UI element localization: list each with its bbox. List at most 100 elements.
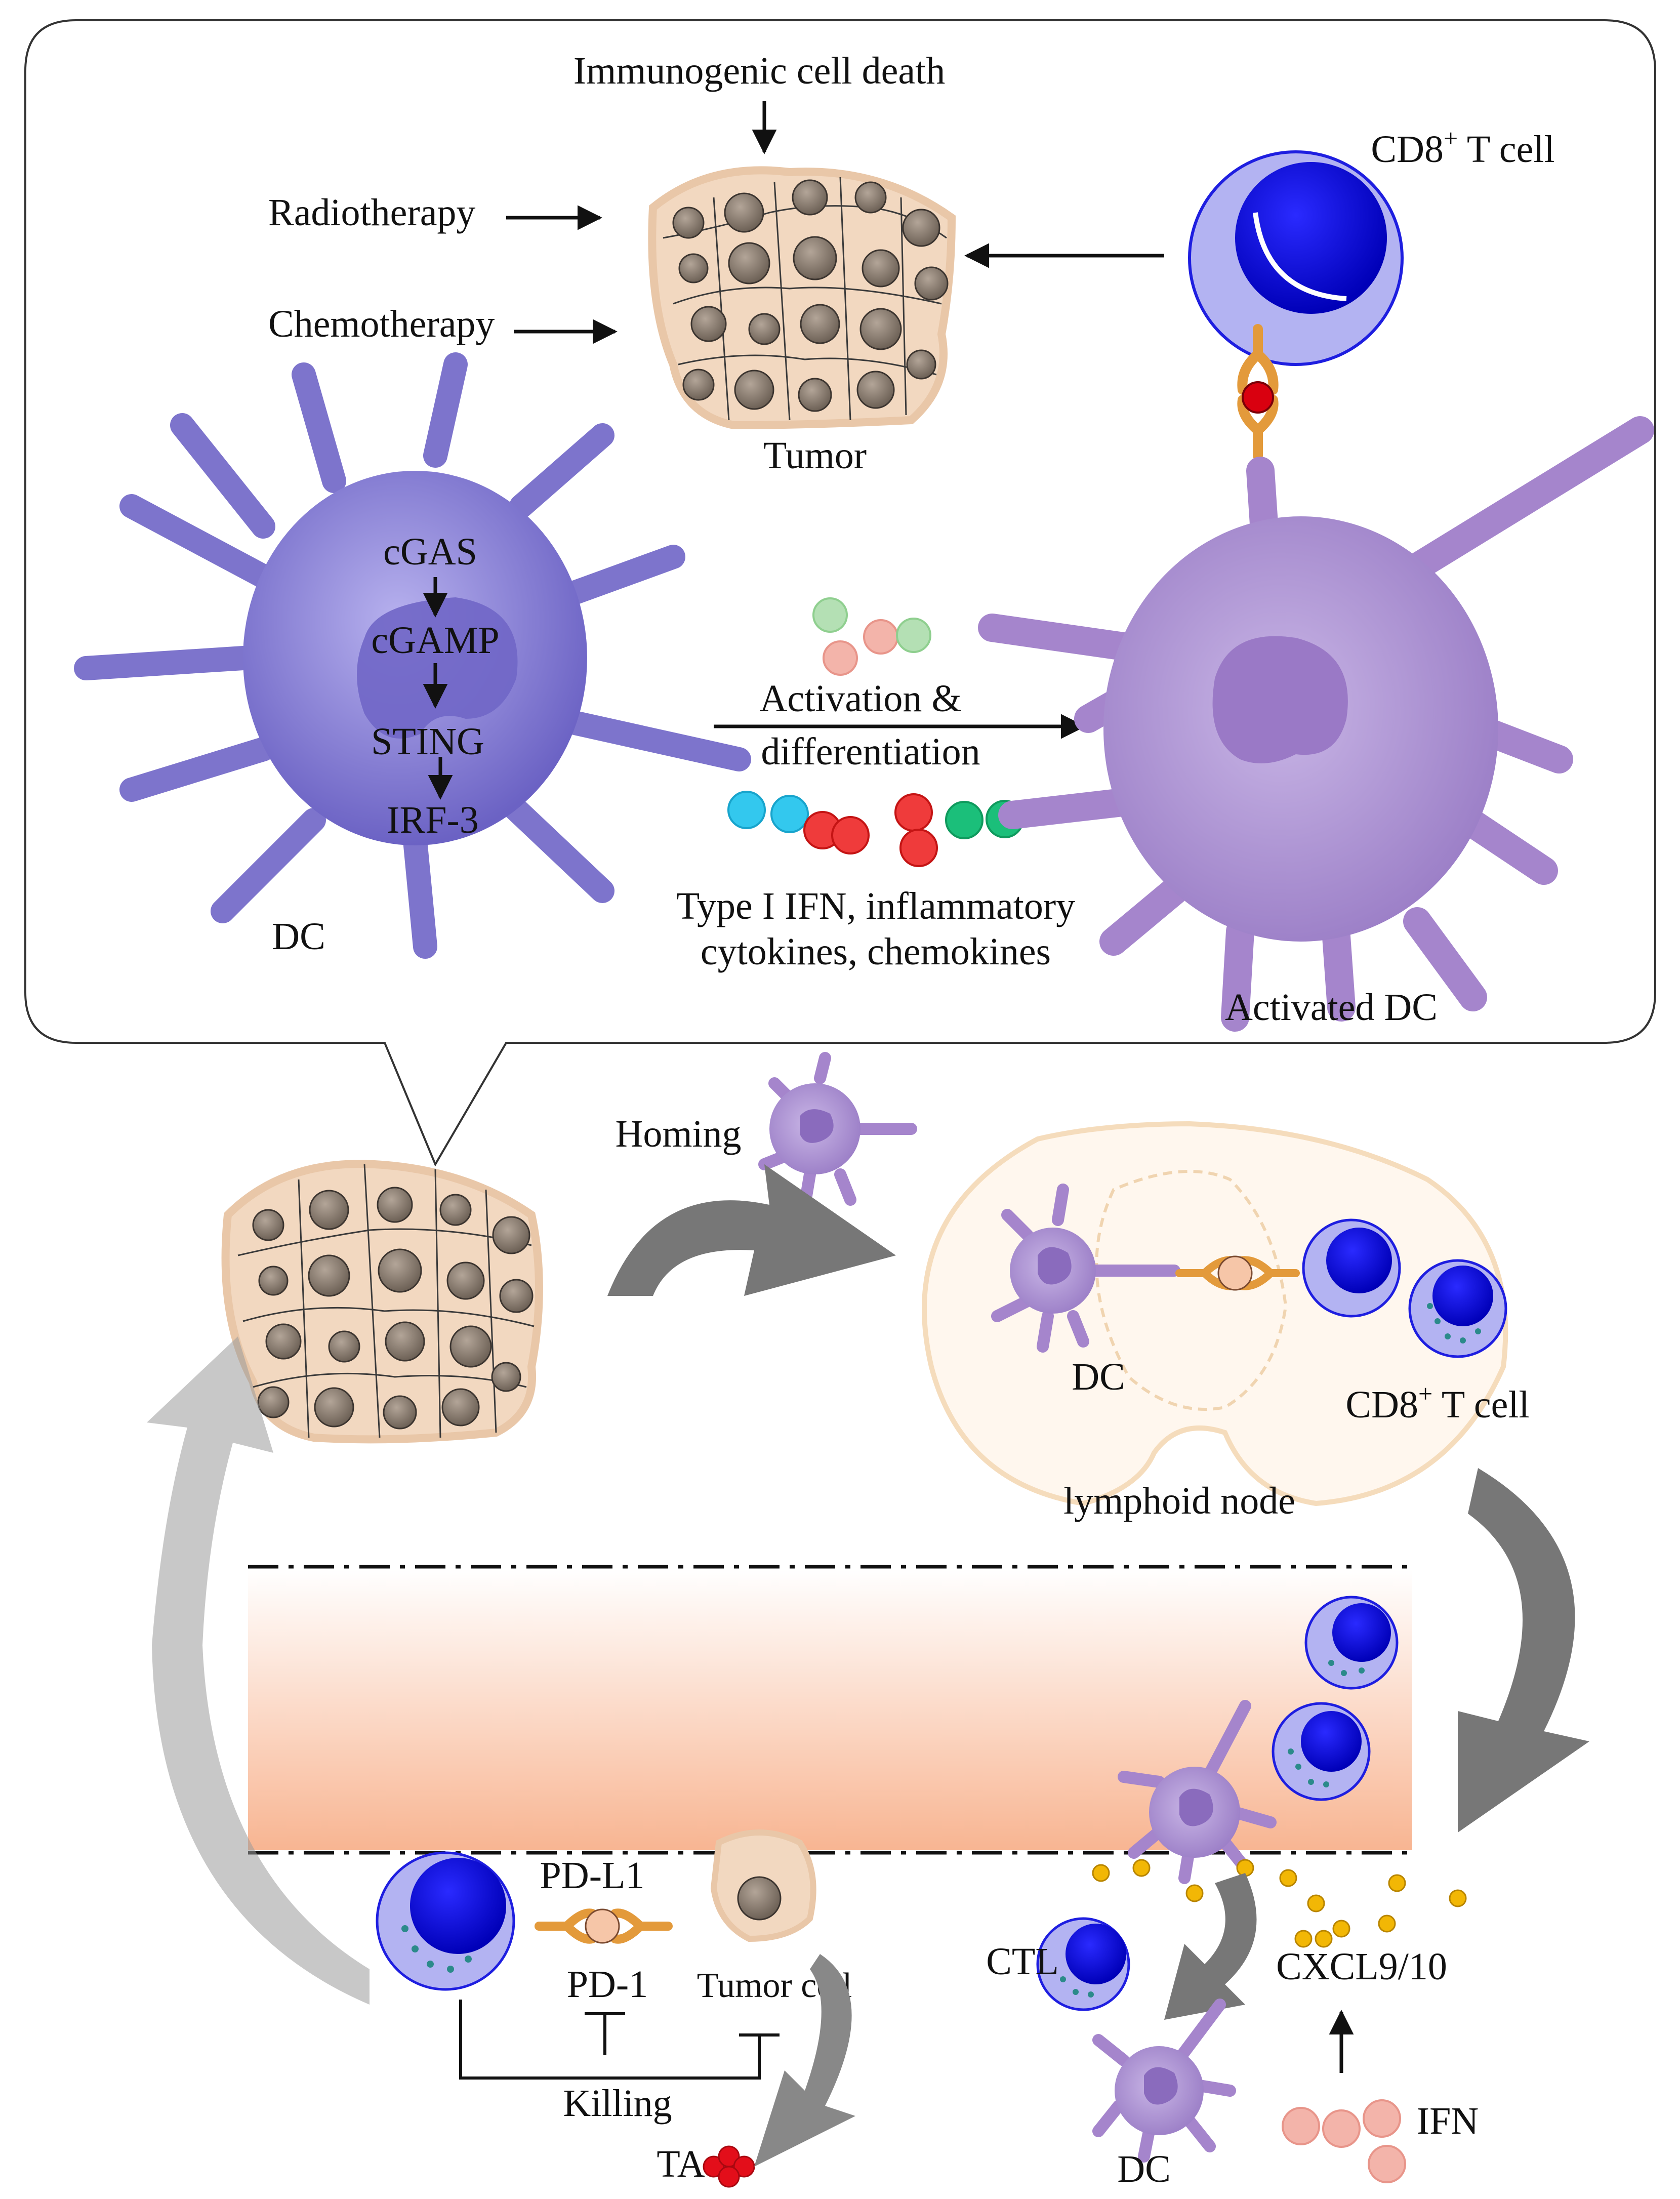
tumor-nucleus <box>308 1254 350 1297</box>
tumor-nucleus <box>724 192 764 233</box>
dendritic-cell-top <box>74 352 751 959</box>
lymphoid-node-shape <box>922 1121 1508 1506</box>
cytokines-lower <box>727 791 1024 867</box>
tumor-nucleus <box>793 236 837 280</box>
label-lymphoid-node: lymphoid node <box>1063 1480 1295 1522</box>
tumor-nucleus <box>441 1388 480 1427</box>
label-sting: STING <box>371 720 484 763</box>
tumor-nucleus <box>748 313 781 345</box>
tumor-nucleus <box>309 1190 349 1230</box>
tumor-nucleus <box>314 1387 354 1428</box>
chemokine-dot <box>1092 1864 1110 1882</box>
tumor-nucleus <box>257 1386 290 1418</box>
label-dc-bottom: DC <box>1117 2148 1171 2190</box>
label-chemotherapy: Chemotherapy <box>268 303 495 345</box>
tumor-nucleus <box>449 1325 492 1368</box>
homing-dc-icon <box>758 1052 917 1211</box>
vessel-dc <box>1118 1700 1277 1884</box>
grey-arrow-to-ta <box>754 1954 855 2167</box>
grey-arrow-node-to-vessel <box>1458 1468 1589 1832</box>
node-synapse <box>1175 1255 1300 1291</box>
label-dc-node: DC <box>1072 1356 1125 1398</box>
chemokine-dot <box>1279 1869 1297 1887</box>
tumor-mass-top <box>648 166 956 430</box>
label-cxcl: CXCL9/10 <box>1276 1945 1447 1988</box>
tumor-nucleus <box>728 242 770 284</box>
tumor-nucleus <box>378 1248 422 1293</box>
tumor-mass-bottom <box>221 1160 543 1444</box>
ta-balls <box>703 2145 755 2188</box>
tumor-nucleus <box>377 1187 413 1223</box>
tumor-nucleus <box>734 370 774 410</box>
label-activated-dc: Activated DC <box>1225 986 1438 1029</box>
label-pd-1: PD-1 <box>567 1963 648 2006</box>
node-t-cell-1 <box>1302 1218 1401 1318</box>
tumor-nucleus <box>265 1323 302 1360</box>
tumor-cell-single <box>710 1829 816 1942</box>
label-cytokines-line1: Type I IFN, inflammatory <box>676 885 1075 927</box>
tumor-nucleus <box>792 179 828 216</box>
label-cytokines-line2: cytokines, chemokines <box>701 930 1051 973</box>
tumor-nucleus <box>798 378 832 412</box>
tumor-nucleus <box>914 266 949 301</box>
pd1-pdl1-synapse <box>535 1908 673 1944</box>
tumor-nucleus <box>854 181 887 214</box>
grey-arrow-back-to-tumor <box>147 1336 370 2005</box>
chemokine-dot <box>1132 1859 1151 1877</box>
label-killing: Killing <box>563 2082 672 2125</box>
grey-arrow-to-dc <box>1164 1873 1257 2020</box>
node-dc <box>991 1184 1180 1353</box>
chemokine-dots <box>1092 1859 1467 1948</box>
label-homing: Homing <box>615 1113 741 1155</box>
vessel-t-cell-1 <box>1304 1596 1399 1690</box>
tumor-nucleus <box>906 349 936 380</box>
cd8-t-cell-top <box>1188 150 1404 366</box>
tumor-nucleus <box>856 371 895 409</box>
tumor-nucleus <box>862 249 900 288</box>
tumor-nucleus <box>252 1209 284 1241</box>
tumor-nucleus <box>800 304 840 344</box>
chemokine-dot <box>1294 1930 1313 1948</box>
activated-dendritic-cell <box>978 416 1654 1032</box>
tumor-nucleus <box>383 1395 417 1430</box>
chemokine-dot <box>1449 1889 1467 1907</box>
tumor-nucleus <box>678 253 709 283</box>
label-ctl: CTL <box>986 1940 1059 1983</box>
label-ifn: IFN <box>1417 2100 1479 2142</box>
tumor-nucleus <box>328 1330 360 1363</box>
tumor-nucleus <box>682 369 715 401</box>
chemokine-dot <box>1315 1930 1333 1948</box>
label-immunogenic-cell-death: Immunogenic cell death <box>573 50 945 92</box>
label-radiotherapy: Radiotherapy <box>268 191 475 234</box>
bottom-dc <box>1092 1999 1236 2163</box>
cytokines-upper <box>812 597 931 676</box>
label-irf3: IRF-3 <box>387 799 479 841</box>
ifn-balls <box>1282 2099 1406 2183</box>
label-cd8-t-cell-top: CD8+ T cell <box>1371 124 1554 171</box>
grey-arrow-tumor-to-node <box>607 1164 896 1296</box>
tumor-nucleus <box>859 308 902 350</box>
chemokine-dot <box>1185 1884 1204 1902</box>
killer-t-cell <box>376 1851 515 1991</box>
chemokine-dot <box>1307 1894 1325 1912</box>
label-dc-top: DC <box>272 915 325 958</box>
tumor-nucleus <box>439 1194 472 1226</box>
killing-bracket <box>459 2000 780 2080</box>
vessel-t-cell-2 <box>1272 1702 1371 1801</box>
tumor-nucleus <box>690 306 727 342</box>
tumor-nucleus <box>672 207 705 239</box>
tumor-nucleus <box>492 1216 530 1254</box>
label-pd-l1: PD-L1 <box>540 1854 645 1897</box>
tumor-nucleus <box>258 1266 289 1296</box>
tumor-nucleus <box>902 209 940 247</box>
label-activation-line1: Activation & <box>760 677 962 720</box>
label-ta: TA <box>657 2143 705 2185</box>
tumor-nucleus <box>446 1261 485 1300</box>
label-tumor: Tumor <box>763 434 867 477</box>
node-t-cell-2 <box>1408 1259 1507 1358</box>
chemokine-dot <box>1388 1874 1406 1892</box>
label-cgamp: cGAMP <box>371 619 499 662</box>
ctl-cell <box>1036 1917 1130 2011</box>
